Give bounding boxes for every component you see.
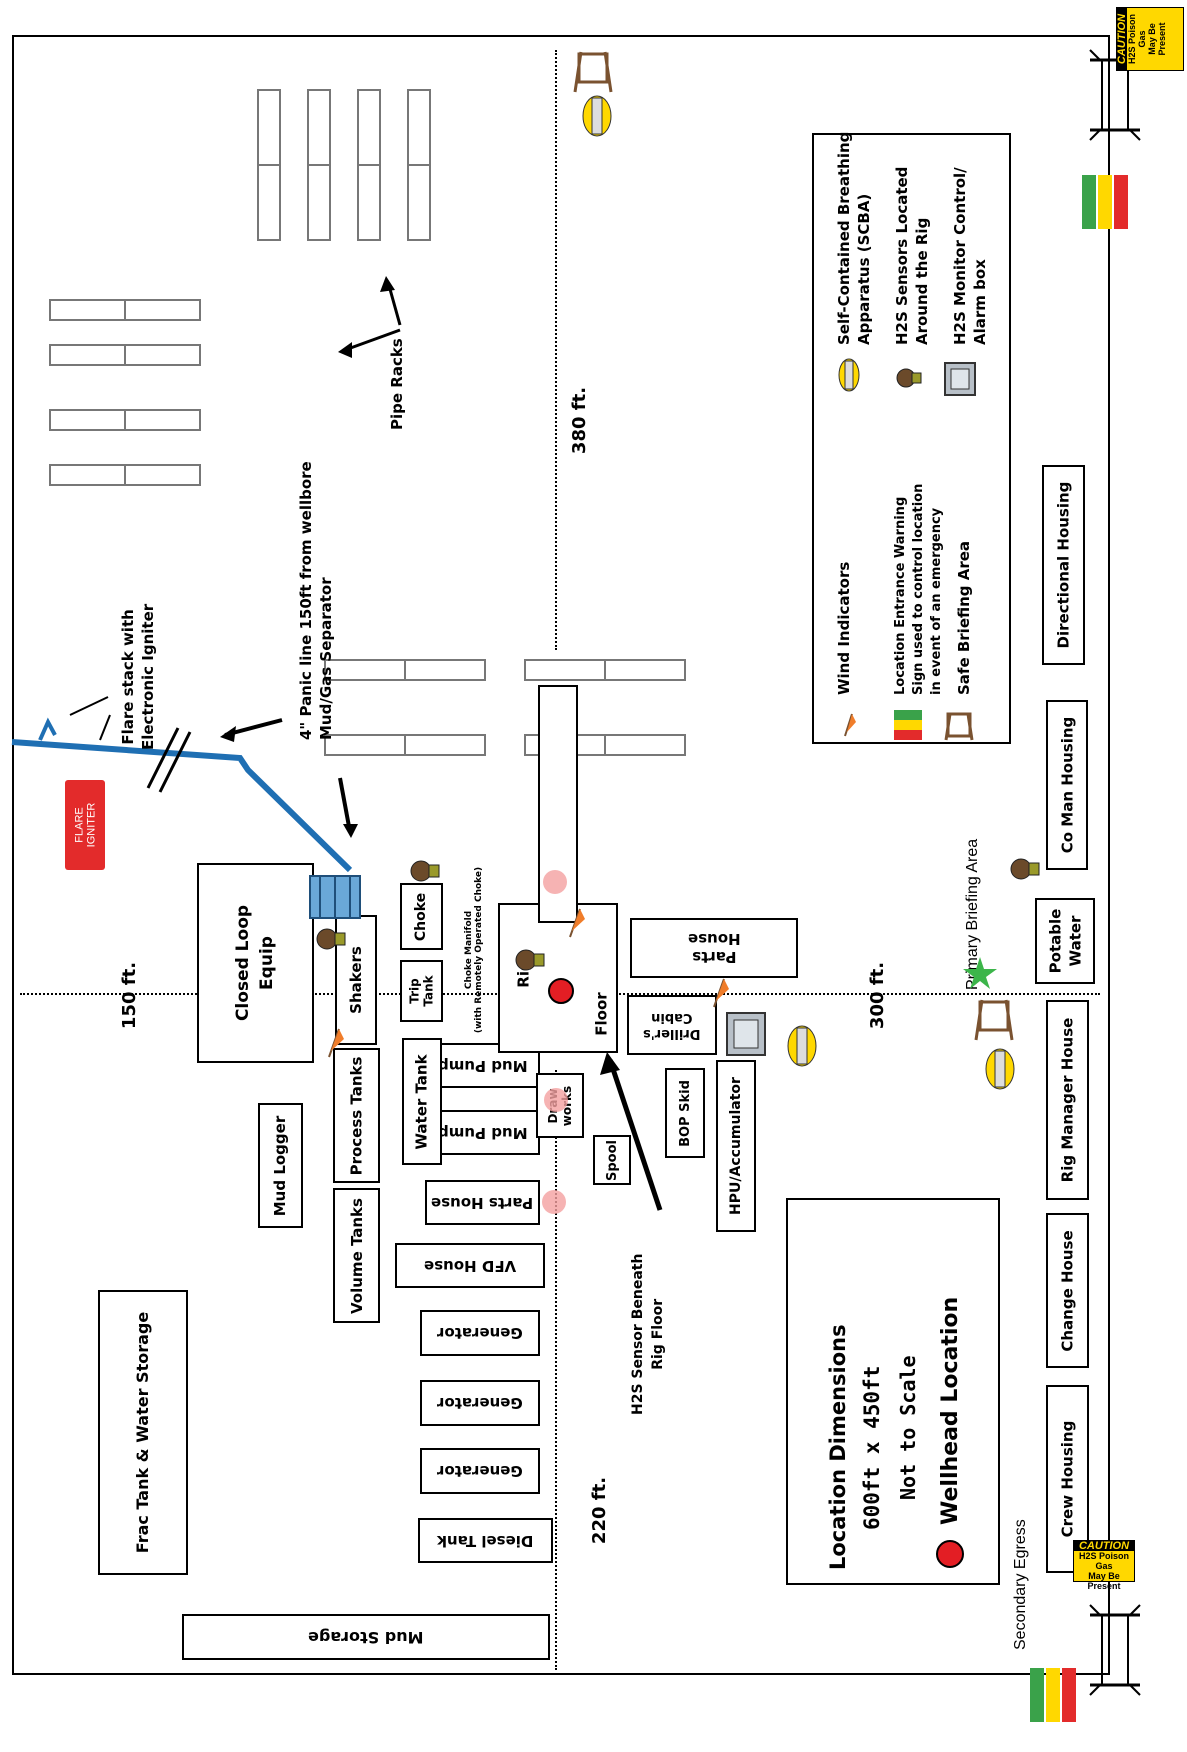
briefing-area-icon <box>944 710 974 741</box>
bop-skid-box: BOP Skid <box>665 1068 705 1158</box>
entrance-warning-sign <box>1082 175 1130 229</box>
parts-house-left-box: Parts House <box>425 1180 540 1225</box>
secondary-egress-label: Secondary Egress <box>1012 1519 1029 1650</box>
legend-scba-label: Self-Contained Breathing Apparatus (SCBA… <box>835 131 873 345</box>
rig-manager-house-box: Rig Manager House <box>1046 1000 1089 1200</box>
generator-box-3: Generator <box>420 1310 540 1356</box>
flare-stack-label: Flare stack with Electronic Igniter <box>119 603 157 750</box>
water-tank-box: Water Tank <box>402 1038 442 1165</box>
legend-briefing-label: Safe Briefing Area <box>955 540 973 695</box>
sensor-marker-1 <box>543 870 567 894</box>
briefing-area-icon <box>974 999 1014 1041</box>
h2s-monitor-icon <box>726 1012 766 1056</box>
process-tanks-box: Process Tanks <box>333 1048 380 1183</box>
legend-box: Wind Indicators Location Entrance Warnin… <box>812 131 1011 744</box>
wellhead-legend-dot <box>936 1540 964 1568</box>
entrance-warning-sign <box>1030 1668 1078 1722</box>
scba-icon <box>834 355 864 395</box>
entrance-sign-icon <box>894 710 922 740</box>
trip-tank-box: Trip Tank <box>400 960 443 1022</box>
wellhead-marker <box>548 978 574 1004</box>
h2s-sensor-icon <box>316 928 346 950</box>
co-man-housing-box: Co Man Housing <box>1046 700 1088 870</box>
location-boundary <box>12 35 1110 1675</box>
legend-entrance-label: Location Entrance Warning Sign used to c… <box>893 483 944 695</box>
caution-sign: CAUTION H2S Poison Gas May Be Present <box>1116 7 1184 71</box>
primary-briefing-star-icon <box>963 957 997 989</box>
mud-logger-box: Mud Logger <box>258 1103 303 1228</box>
h2s-sensor-icon <box>896 365 922 391</box>
location-dimensions-title: Location Dimensions <box>826 1324 850 1570</box>
dimension-line-380 <box>555 50 557 650</box>
not-to-scale-label: Not to Scale <box>896 1355 920 1501</box>
diesel-tank-box: Diesel Tank <box>418 1518 553 1563</box>
legend-sensors-label: H2S Sensors Located Around the Rig <box>893 166 931 345</box>
choke-manifold-label: Choke Manifold (with Remotely Operated C… <box>464 866 485 1034</box>
entrance-gate-icon <box>1089 1604 1141 1696</box>
mud-pump-box-2: Mud Pump <box>425 1043 540 1088</box>
mud-gas-separator-icon <box>309 875 361 919</box>
h2s-sensor-icon <box>515 949 545 971</box>
wellhead-location-label: Wellhead Location <box>938 1296 963 1525</box>
wind-indicator-icon <box>713 978 729 1008</box>
flare-igniter: FLARE IGNITER <box>65 780 105 870</box>
wind-indicator-icon <box>842 710 856 738</box>
legend-wind-label: Wind Indicators <box>835 561 853 695</box>
briefing-area-icon <box>573 51 613 93</box>
sensor-marker-3 <box>542 1190 566 1214</box>
mud-storage-box: Mud Storage <box>182 1614 550 1660</box>
h2s-sensor-icon <box>410 860 440 882</box>
vfd-house-box: VFD House <box>395 1243 545 1288</box>
generator-box-1: Generator <box>420 1448 540 1494</box>
choke-box: Choke <box>400 883 443 950</box>
closed-loop-box: Closed Loop Equip <box>197 863 314 1063</box>
volume-tanks-box: Volume Tanks <box>333 1188 380 1323</box>
generator-box-2: Generator <box>420 1380 540 1426</box>
h2s-monitor-icon <box>942 360 978 398</box>
h2s-sensor-icon <box>1010 858 1040 880</box>
wind-indicator-icon <box>569 908 585 938</box>
scba-icon <box>582 95 612 137</box>
scba-icon <box>985 1048 1015 1090</box>
h2s-beneath-label: H2S Sensor Beneath Rig Floor <box>630 1253 666 1415</box>
hpu-accumulator-box: HPU/Accumulator <box>716 1060 756 1232</box>
change-house-box: Change House <box>1046 1213 1089 1368</box>
caution-sign: CAUTION H2S Poison Gas May Be Present <box>1073 1540 1135 1591</box>
drillers-cabin-box: Driller's Cabin <box>627 995 717 1055</box>
frac-tank-box: Frac Tank & Water Storage <box>98 1290 188 1575</box>
panic-line-label: 4" Panic line 150ft from wellbore Mud/Ga… <box>297 461 335 740</box>
sensor-marker-2 <box>544 1088 568 1112</box>
mud-pump-box-1: Mud Pump <box>425 1110 540 1155</box>
entrance-gate-icon <box>1089 49 1141 141</box>
scba-icon <box>787 1025 817 1067</box>
location-dimensions-box: Location Dimensions 600ft x 450ft Not to… <box>786 1198 1000 1585</box>
location-dimensions-size: 600ft x 450ft <box>860 1365 884 1530</box>
wind-indicator-icon <box>328 1028 344 1058</box>
parts-house-right-box: Parts House <box>630 918 798 978</box>
pipe-racks-label: Pipe Racks <box>388 338 406 430</box>
potable-water-box: Potable Water <box>1035 898 1095 984</box>
legend-monitor-label: H2S Monitor Control/ Alarm box <box>951 167 989 345</box>
spool-box: Spool <box>593 1135 631 1185</box>
directional-housing-box: Directional Housing <box>1042 465 1085 665</box>
dimension-line-220 <box>555 1070 557 1670</box>
